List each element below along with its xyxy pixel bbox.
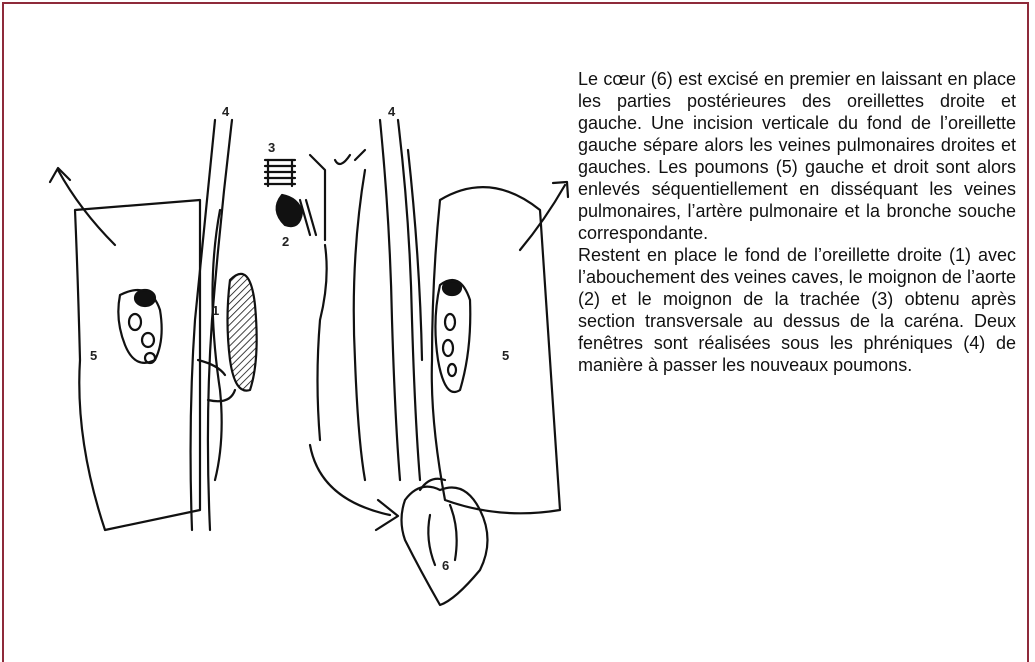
right-lung: [432, 187, 560, 513]
caption-text: Le cœur (6) est excisé en premier en lai…: [578, 68, 1016, 376]
caption-paragraph-2: Restent en place le fond de l’oreillette…: [578, 244, 1016, 376]
label-heart: 6: [442, 558, 449, 573]
trachea-stump: [265, 160, 295, 186]
label-lung-left: 5: [90, 348, 97, 363]
label-trachea-stump: 3: [268, 140, 275, 155]
label-phrenic-right: 4: [388, 104, 396, 119]
label-right-atrium: 1: [212, 303, 219, 318]
caption-paragraph-1: Le cœur (6) est excisé en premier en lai…: [578, 68, 1016, 244]
heart-arrow: [310, 445, 390, 515]
left-lung: [75, 200, 200, 530]
label-aorta-stump: 2: [282, 234, 289, 249]
heart: [402, 487, 488, 605]
label-lung-right: 5: [502, 348, 509, 363]
phrenic-right: [380, 120, 400, 480]
aorta-stump: [277, 195, 316, 235]
right-atrium: [228, 274, 257, 391]
label-phrenic-left: 4: [222, 104, 230, 119]
surgical-illustration: 1 2 3 4 4 5 5 6: [20, 60, 580, 620]
